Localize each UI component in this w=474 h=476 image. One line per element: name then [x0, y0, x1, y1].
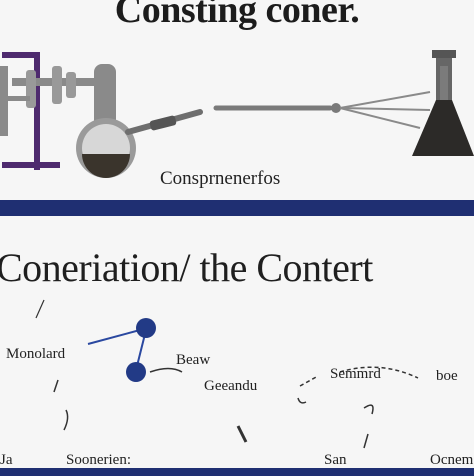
round-bottom-flask-icon — [76, 64, 136, 178]
node-label: San — [324, 452, 347, 468]
node-label: Semmrd — [330, 366, 381, 382]
network-node-icon — [126, 362, 146, 382]
node-label: Geeandu — [204, 378, 258, 394]
section-divider — [0, 200, 474, 216]
network-node-icon — [136, 318, 156, 338]
node-label: Beaw — [176, 352, 211, 368]
node-label: Ocnem — [430, 452, 474, 468]
section-heading: Coneriation/ the Contert — [0, 245, 373, 290]
page-title: Consting coner. — [114, 0, 360, 31]
node-label: Soonerien: — [66, 452, 131, 468]
distillation-stand-icon — [0, 52, 102, 170]
node-label: boe — [436, 368, 458, 384]
node-label: Monolard — [6, 346, 66, 362]
node-label: Ja — [0, 452, 13, 468]
apparatus-caption: Consprnenerfos — [160, 168, 281, 189]
condenser-tube-icon — [125, 91, 431, 135]
apparatus-illustration — [0, 50, 474, 178]
erlenmeyer-flask-icon — [412, 50, 474, 156]
bottom-divider — [0, 468, 474, 476]
